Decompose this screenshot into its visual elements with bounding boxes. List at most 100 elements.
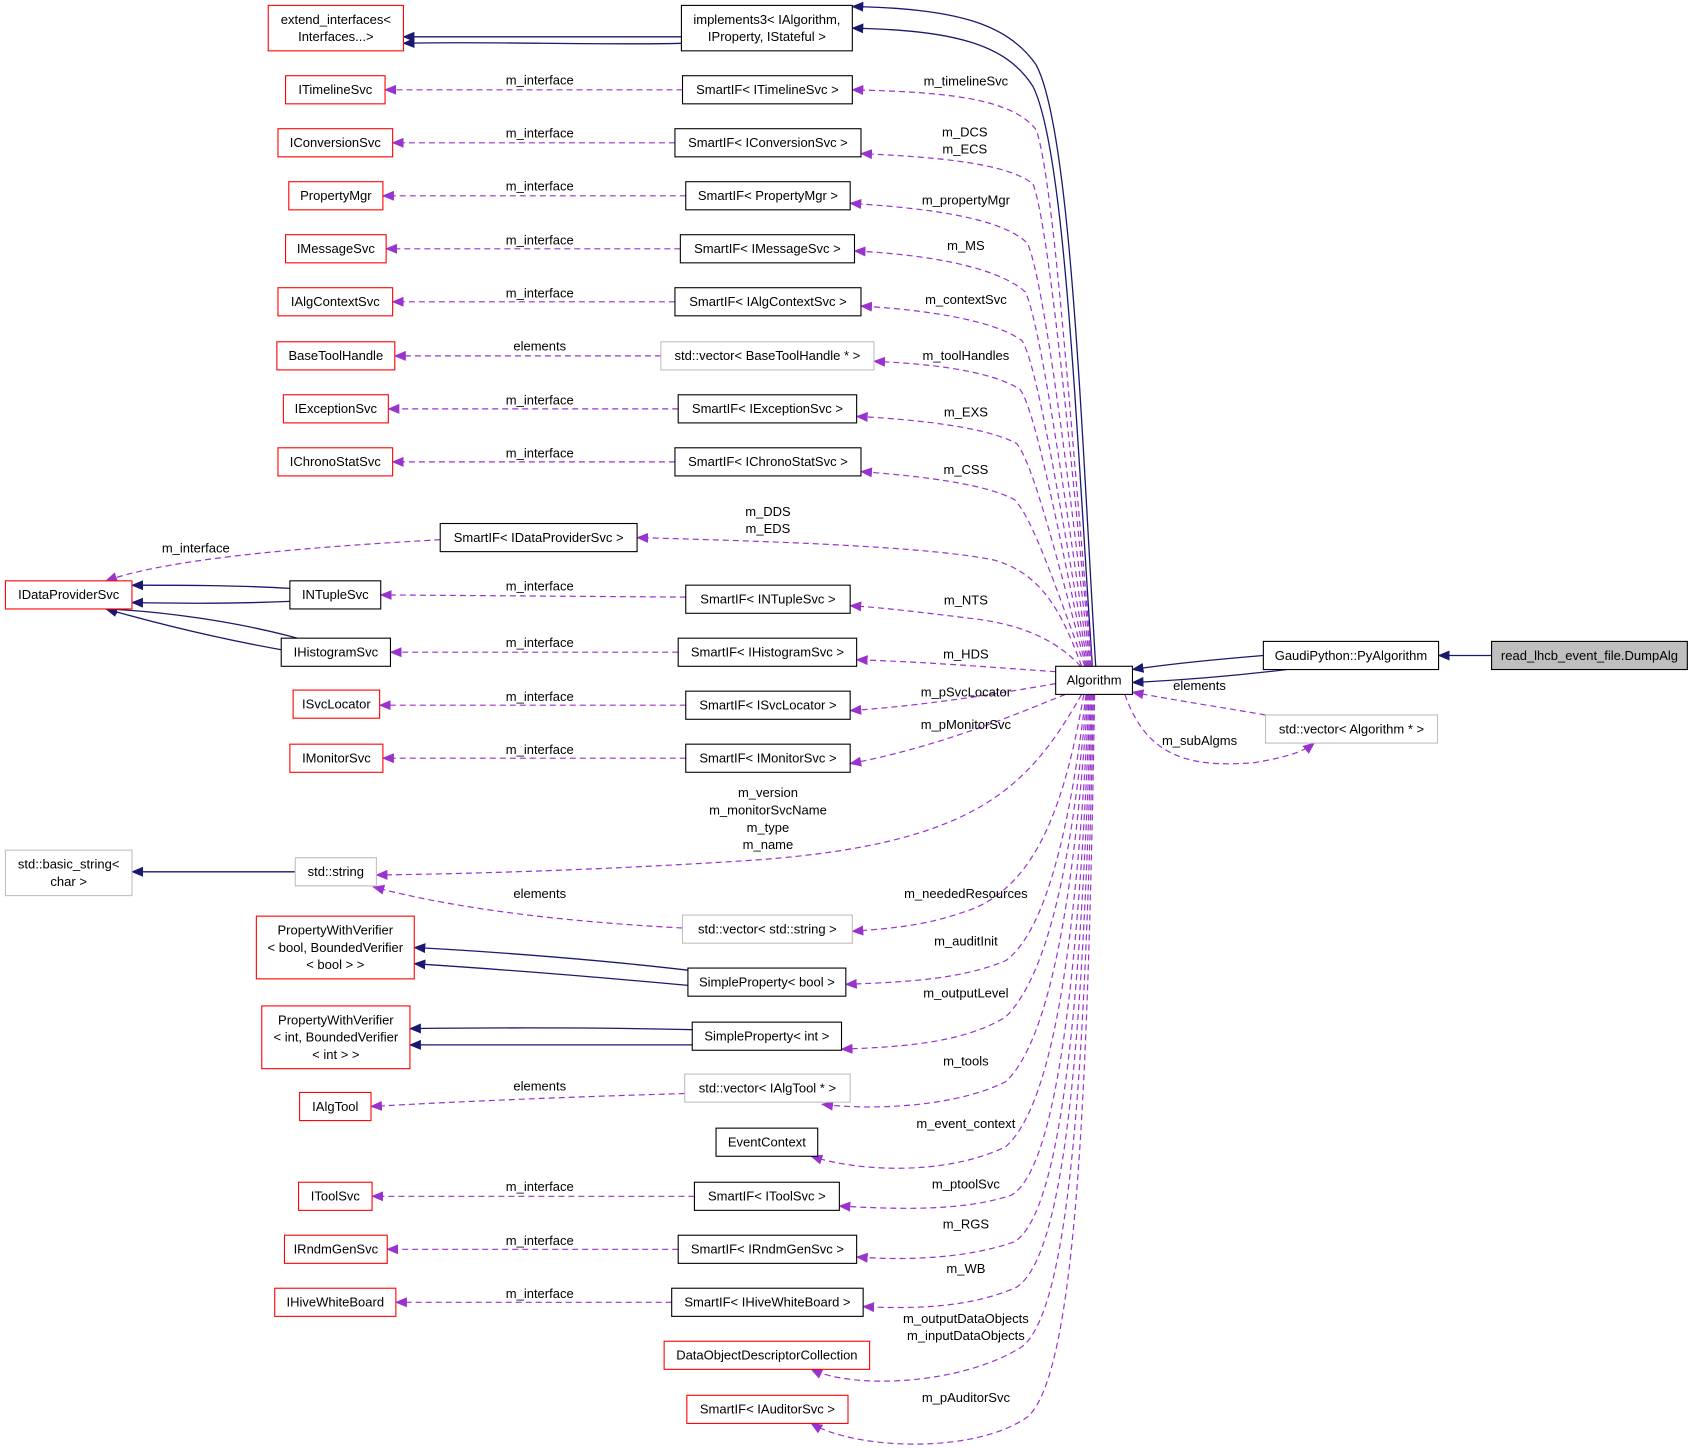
class-node-smartif-intuplesvc[interactable]: SmartIF< INTupleSvc > — [685, 584, 851, 614]
class-node-label: std::vector< Algorithm * > — [1279, 721, 1424, 736]
usage-edge — [873, 356, 1088, 667]
class-node-label: SmartIF< IHiveWhiteBoard > — [684, 1295, 850, 1310]
class-node-iconversionsvc: IConversionSvc — [277, 128, 394, 158]
usage-edge — [810, 694, 1095, 1382]
class-node-label: SmartIF< IAuditorSvc > — [700, 1402, 835, 1417]
class-node-box — [679, 234, 856, 264]
class-node-box — [680, 4, 853, 52]
edge-label: m_version — [738, 785, 798, 800]
class-node-label: SmartIF< IMessageSvc > — [694, 241, 841, 256]
edge-label: elements — [513, 886, 566, 901]
class-node-box — [277, 128, 394, 158]
class-node-box — [677, 637, 858, 667]
class-node-box — [277, 447, 394, 477]
class-node-label: IConversionSvc — [290, 135, 382, 150]
class-node-label: ITimelineSvc — [298, 82, 372, 97]
class-node-box — [1055, 665, 1134, 695]
class-node-label: SmartIF< ITimelineSvc > — [696, 82, 839, 97]
class-node-smartif-itimelinesvc[interactable]: SmartIF< ITimelineSvc > — [681, 75, 853, 105]
class-node-smartif-imessagesvc[interactable]: SmartIF< IMessageSvc > — [679, 234, 856, 264]
edge-label: m_name — [743, 837, 794, 852]
class-node-label: std::basic_string< — [18, 857, 120, 872]
class-node-box — [1262, 640, 1440, 671]
inheritance-edge — [851, 1, 1097, 667]
class-node-smartif-ihistogramsvc[interactable]: SmartIF< IHistogramSvc > — [677, 637, 858, 667]
edge-label: m_interface — [506, 285, 574, 300]
edge-label: m_pMonitorSvc — [921, 717, 1012, 732]
class-node-label: GaudiPython::PyAlgorithm — [1275, 648, 1427, 663]
edge-label: m_interface — [506, 125, 574, 140]
class-node-smartif-irndmgensvc[interactable]: SmartIF< IRndmGenSvc > — [677, 1234, 858, 1264]
class-node-smartif-idataprovidersvc[interactable]: SmartIF< IDataProviderSvc > — [439, 522, 638, 553]
class-node-smartif-ichronostatsvc[interactable]: SmartIF< IChronoStatSvc > — [674, 447, 862, 477]
class-node-label: IHistogramSvc — [294, 645, 379, 660]
class-node-simpleproperty-int[interactable]: SimpleProperty< int > — [691, 1021, 843, 1051]
edge-label: m_tools — [943, 1053, 989, 1068]
class-node-smartif-itoolsvc[interactable]: SmartIF< IToolSvc > — [693, 1181, 840, 1211]
class-node-label: std::string — [308, 864, 364, 879]
class-node-smartif-propertymgr[interactable]: SmartIF< PropertyMgr > — [685, 181, 851, 211]
class-node-std-string: std::string — [294, 857, 377, 887]
class-node-label: IMessageSvc — [297, 241, 376, 256]
inheritance-edge — [131, 580, 290, 591]
class-node-box — [681, 75, 853, 105]
class-node-smartif-imonitorsvc[interactable]: SmartIF< IMonitorSvc > — [685, 743, 851, 773]
usage-edge — [821, 694, 1089, 1111]
class-node-dumpalg[interactable]: read_lhcb_event_file.DumpAlg — [1491, 640, 1688, 671]
usage-edge — [1124, 694, 1315, 765]
edge-label: m_inputDataObjects — [907, 1328, 1025, 1343]
edge-label: m_DDS — [745, 504, 791, 519]
class-node-smartif-ihivewhiteboard[interactable]: SmartIF< IHiveWhiteBoard > — [671, 1287, 864, 1317]
edge-label: m_interface — [506, 446, 574, 461]
class-node-smartif-ialgcontextsvc[interactable]: SmartIF< IAlgContextSvc > — [674, 287, 862, 317]
class-node-label: ISvcLocator — [302, 696, 371, 711]
edge-label: m_DCS — [942, 124, 988, 139]
usage-edge — [370, 1092, 685, 1111]
class-node-box — [274, 1287, 397, 1317]
class-node-smartif-iconversionsvc[interactable]: SmartIF< IConversionSvc > — [674, 128, 862, 158]
usage-edge — [810, 694, 1090, 1169]
class-node-label: read_lhcb_event_file.DumpAlg — [1501, 648, 1678, 663]
class-node-pyalgorithm[interactable]: GaudiPython::PyAlgorithm — [1262, 640, 1440, 671]
class-node-imessagesvc: IMessageSvc — [285, 234, 387, 264]
usage-edge — [862, 694, 1093, 1313]
edge-label: m_interface — [506, 1179, 574, 1194]
class-node-simpleproperty-bool[interactable]: SimpleProperty< bool > — [687, 967, 847, 997]
usage-edge — [849, 601, 1082, 667]
class-node-label: SmartIF< IAlgContextSvc > — [689, 294, 847, 309]
class-node-algorithm[interactable]: Algorithm — [1055, 665, 1134, 695]
class-node-label: SmartIF< IToolSvc > — [708, 1189, 826, 1204]
edge-label: m_monitorSvcName — [709, 802, 827, 817]
class-node-eventcontext[interactable]: EventContext — [715, 1127, 819, 1157]
class-node-intuplesvc[interactable]: INTupleSvc — [289, 580, 382, 610]
class-node-smartif-iexceptionsvc[interactable]: SmartIF< IExceptionSvc > — [677, 394, 858, 424]
class-node-basic-string: std::basic_string<char > — [4, 849, 133, 897]
class-node-label: SmartIF< IDataProviderSvc > — [454, 530, 624, 545]
class-node-smartif-isvclocator[interactable]: SmartIF< ISvcLocator > — [685, 690, 851, 720]
class-node-label: IRndmGenSvc — [294, 1242, 379, 1257]
class-node-box — [255, 915, 415, 980]
edge-label: m_auditInit — [934, 933, 998, 948]
edge-label: m_ECS — [942, 142, 987, 157]
class-node-ihistogramsvc[interactable]: IHistogramSvc — [280, 637, 392, 667]
class-node-label: SimpleProperty< int > — [704, 1029, 829, 1044]
edge-label: m_interface — [506, 635, 574, 650]
class-node-box — [285, 75, 386, 105]
class-node-box — [674, 287, 862, 317]
class-node-vec-basetoolhandle: std::vector< BaseToolHandle * > — [660, 341, 875, 371]
class-node-box — [677, 1234, 858, 1264]
class-node-basetoolhandle: BaseToolHandle — [276, 341, 396, 371]
class-node-propertymgr: PropertyMgr — [288, 181, 384, 211]
edge-label: m_CSS — [943, 462, 988, 477]
class-node-pwv-int: PropertyWithVerifier< int, BoundedVerifi… — [261, 1005, 411, 1070]
edge-label: m_ptoolSvc — [932, 1177, 1000, 1192]
class-node-itimelinesvc: ITimelineSvc — [285, 75, 386, 105]
class-node-label: std::vector< std::string > — [698, 921, 837, 936]
class-node-box — [4, 580, 133, 610]
class-node-implements3[interactable]: implements3< IAlgorithm,IProperty, IStat… — [680, 4, 853, 52]
usage-edge — [860, 467, 1086, 667]
class-node-label: < bool, BoundedVerifier — [268, 940, 404, 955]
class-node-box — [715, 1127, 819, 1157]
class-node-box — [681, 914, 853, 944]
